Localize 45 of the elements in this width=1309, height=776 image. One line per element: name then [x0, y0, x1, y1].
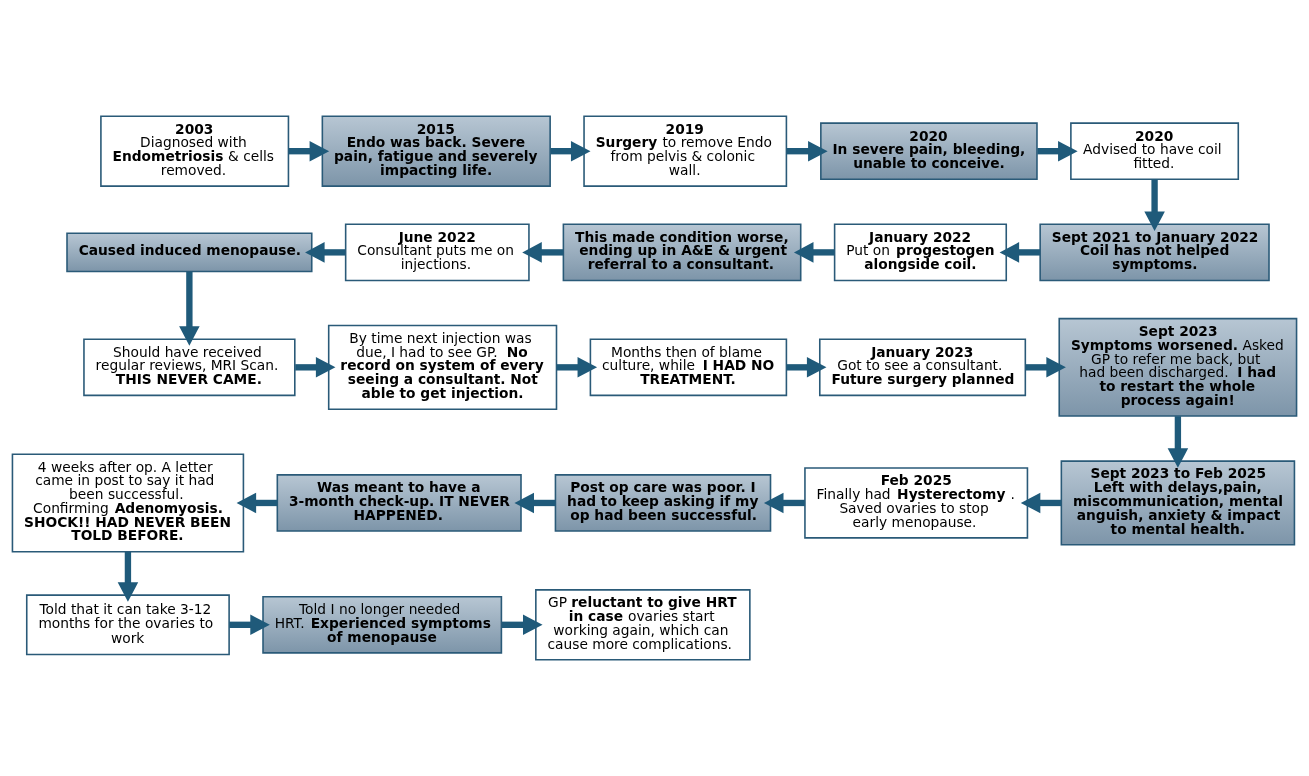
node-box: Was meant to have a 3-month check-up. IT NEVER HAPPENED. [276, 474, 522, 532]
node-box: Told I no longer needed HRT. Experienced symptoms of menopause [262, 595, 503, 654]
node-box: GP reluctant to give HRT in case ovaries start working again, which can cause more complications. [535, 589, 751, 661]
arrow [1025, 357, 1066, 378]
node-box: January 2023 Got to see a consultant. Future surgery planned [819, 338, 1027, 397]
node-box: By time next injection was due, I had to see GP. No record on system of every seeing a consultant. Not able to get injection. [327, 324, 558, 410]
node-box: Feb 2025 Finally had Hysterectomy. Saved ovaries to stop early menopause. [804, 467, 1029, 539]
arrow [1037, 140, 1078, 162]
arrow [236, 492, 278, 514]
node-box: Post op care was poor. I had to keep asking if my op had been successful. [554, 474, 772, 532]
arrow [1144, 179, 1165, 232]
arrow [793, 242, 835, 263]
node-box: Sept 2021 to January 2022 Coil has not helped symptoms. [1039, 223, 1270, 282]
arrow [514, 492, 556, 514]
arrow [763, 492, 805, 514]
node-box: Should have received regular reviews, MRI Scan. THIS NEVER CAME. [83, 338, 296, 397]
node-box: 2020 In severe pain, bleeding, unable to conceive. [820, 122, 1038, 181]
node-box: January 2022 Put on progestogen alongside coil. [833, 223, 1008, 282]
arrow [786, 357, 827, 378]
node-box: 4 weeks after op. A letter came in post to say it had been successful. Confirming Adenomyosis. SHOCK!! HAD NEVER BEEN TOLD BEFORE. [11, 453, 245, 553]
arrow [786, 140, 828, 162]
node-box: Caused induced menopause. [66, 232, 313, 273]
arrow [501, 614, 543, 636]
node-box: 2020 Advised to have coil fitted. [1070, 122, 1240, 181]
arrow [305, 242, 346, 263]
node-box: Sept 2023 Symptoms worsened. Asked GP to refer me back, but had been discharged. I had to restart the whole process again! [1058, 317, 1298, 417]
node-box: 2015 Endo was back. Severe pain, fatigue and severely impacting life. [321, 115, 551, 187]
node-box: 2003 Diagnosed with Endometriosis & cells removed. [100, 115, 290, 187]
arrow [550, 140, 591, 162]
arrow [117, 552, 139, 602]
node-box: This made condition worse, ending up in A&E & urgent referral to a consultant. [562, 223, 802, 282]
arrow [522, 242, 564, 263]
arrow [999, 242, 1040, 263]
node-box: Months then of blame culture, while I HAD NO TREATMENT. [589, 338, 788, 397]
arrow [556, 357, 598, 378]
arrow [1020, 492, 1062, 514]
arrow [288, 140, 330, 162]
node-box: June 2022 Consultant puts me on injections. [344, 223, 530, 282]
arrow [295, 357, 336, 378]
node-box: Sept 2023 to Feb 2025 Left with delays,pain, miscommunication, mental anguish, anxiety & impact to mental health. [1060, 460, 1296, 546]
node-box: Told that it can take 3-12 months for the ovaries to work [25, 594, 230, 656]
node-box: 2019 Surgery to remove Endo from pelvis & colonic wall. [583, 115, 788, 187]
arrow [179, 271, 200, 346]
arrow [229, 614, 270, 636]
arrow [1167, 416, 1189, 468]
